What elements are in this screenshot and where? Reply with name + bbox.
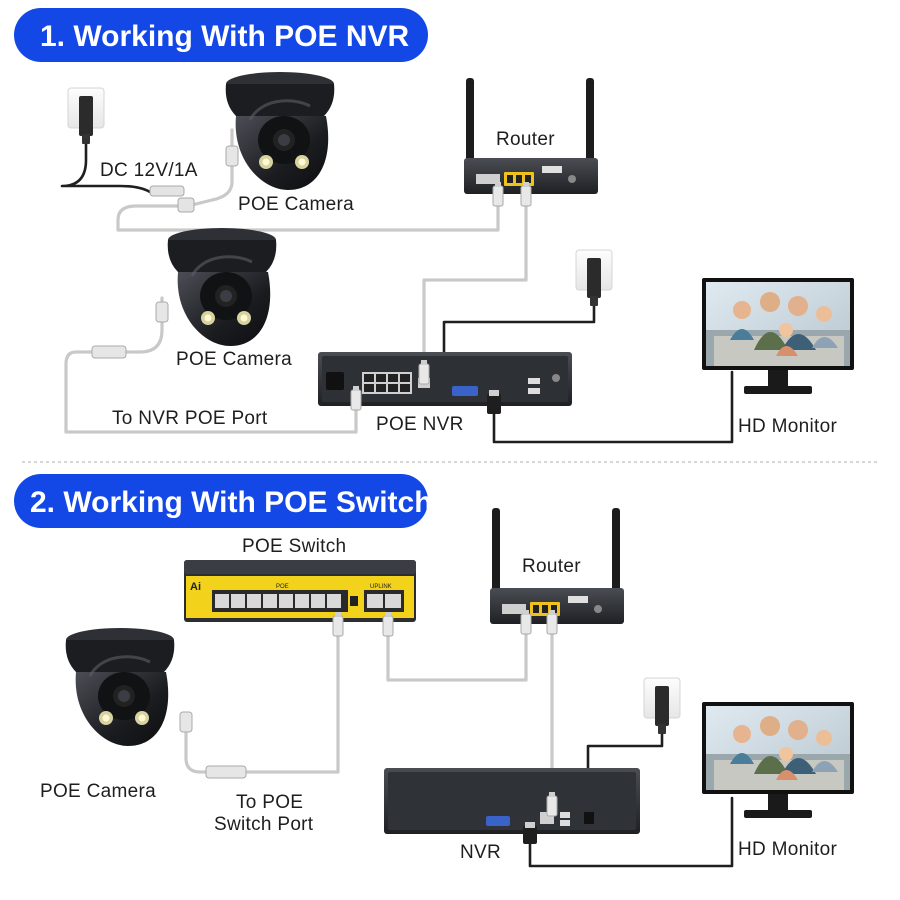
ethernet-plug-icon: [546, 609, 558, 635]
nvr-hdmi-cable: [528, 796, 734, 868]
poe-switch-icon: Ai POE UPLINK: [184, 560, 416, 622]
dc-power-label: DC 12V/1A: [100, 160, 198, 181]
hdmi-plug-icon: [523, 822, 537, 844]
camera-1-label: POE Camera: [238, 194, 354, 215]
camera-2-pigtail-icon: [91, 301, 169, 359]
section-2: 2. Working With POE Switch POE Switch Ai…: [14, 474, 854, 868]
switch-uplink-label: UPLINK: [370, 584, 392, 590]
switch-port-label-line1: To POE: [236, 792, 303, 813]
section-2-heading: 2. Working With POE Switch: [14, 474, 433, 528]
nvr-port-label: To NVR POE Port: [112, 408, 268, 429]
ethernet-plug-icon: [520, 181, 532, 207]
dome-camera-icon: [224, 70, 336, 192]
nvr-2-label: NVR: [460, 842, 501, 863]
camera-3-pigtail-icon: [179, 711, 247, 779]
nvr-icon: [318, 352, 572, 406]
ethernet-plug-icon: [546, 791, 558, 817]
monitor-1-label: HD Monitor: [738, 416, 837, 437]
switch-port-label-line2: Switch Port: [214, 814, 314, 835]
ethernet-plug-icon: [418, 359, 430, 385]
router-to-nvr-cable: [422, 194, 528, 372]
switch-brand: Ai: [190, 581, 201, 593]
ethernet-plug-icon: [520, 609, 532, 635]
switch-uplink-cable: [386, 622, 528, 682]
section-2-heading-text: 2. Working With POE Switch: [30, 486, 433, 519]
nvr-1-label: POE NVR: [376, 414, 464, 435]
dc-power-cable: [60, 138, 180, 194]
switch-camera-cable: [184, 622, 340, 774]
dome-camera-icon: [64, 626, 176, 748]
camera-1-cable: [116, 128, 500, 232]
power-outlet-icon: [67, 87, 105, 145]
ethernet-plug-icon: [382, 611, 394, 637]
camera-2-cable: [64, 296, 358, 434]
switch-poe-group-label: POE: [276, 584, 289, 590]
switch-label: POE Switch: [242, 536, 346, 557]
camera-2-label: POE Camera: [176, 349, 292, 370]
section-1-heading: 1. Working With POE NVR: [14, 8, 428, 62]
nvr-power-cable: [442, 298, 596, 374]
camera-1-pigtail-icon: [225, 145, 239, 167]
router-1-label: Router: [496, 129, 555, 150]
camera-3-label: POE Camera: [40, 781, 156, 802]
nvr-icon: [384, 768, 640, 834]
dome-camera-icon: [166, 226, 278, 348]
monitor-icon: [702, 702, 854, 818]
section-1-heading-text: 1. Working With POE NVR: [40, 20, 410, 53]
ethernet-plug-icon: [350, 385, 362, 411]
nvr-hdmi-cable: [492, 370, 734, 444]
monitor-icon: [702, 278, 854, 394]
hdmi-plug-icon: [487, 390, 501, 414]
power-outlet-icon: [575, 249, 613, 307]
ethernet-plug-icon: [492, 181, 504, 207]
power-outlet-icon: [643, 677, 681, 735]
ethernet-plug-icon: [332, 611, 344, 637]
section-1: 1. Working With POE NVR DC 12V/1A POE Ca…: [14, 8, 854, 444]
router-2-label: Router: [522, 556, 581, 577]
monitor-2-label: HD Monitor: [738, 839, 837, 860]
dc-connector-icon: [149, 185, 195, 213]
